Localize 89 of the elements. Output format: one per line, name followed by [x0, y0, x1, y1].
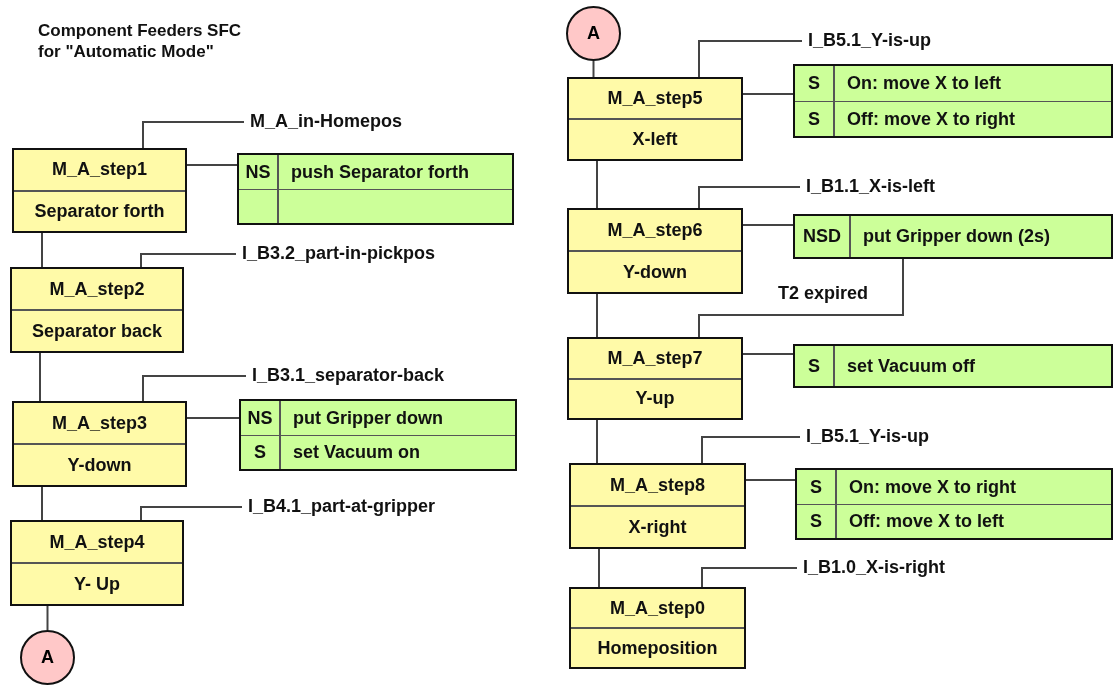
step-description: Y-up	[635, 388, 675, 410]
transition-line	[140, 253, 237, 268]
transition-line	[142, 375, 247, 402]
transition-line	[142, 121, 245, 149]
step-box	[567, 208, 743, 294]
step-name: M_A_step0	[609, 597, 705, 619]
transition-line	[701, 436, 801, 464]
action-text: put Gripper down	[292, 407, 443, 429]
transition-condition: I_B3.1_separator-back	[252, 364, 445, 386]
action-text: Off: move X to right	[846, 108, 1015, 130]
transition-condition: I_B1.0_X-is-right	[803, 556, 946, 578]
step-link-line	[39, 352, 41, 402]
action-table	[793, 64, 1113, 138]
step-name: M_A_step5	[607, 88, 703, 109]
transition-condition: I_B4.1_part-at-gripper	[248, 495, 436, 517]
step-description: Y-down	[623, 261, 687, 283]
transition-line	[701, 567, 798, 588]
action-table	[239, 399, 517, 471]
transition-condition: I_B3.2_part-in-pickpos	[242, 242, 436, 264]
step-name: M_A_step4	[49, 531, 145, 553]
step-link-line	[596, 160, 598, 209]
action-text: set Vacuum on	[292, 442, 421, 463]
step-box	[567, 337, 743, 420]
step-description: X-right	[628, 516, 687, 538]
action-text: Off: move X to left	[848, 511, 1004, 532]
action-qualifier: S	[810, 511, 822, 532]
step-description: X-left	[632, 129, 678, 150]
step-name: M_A_step2	[49, 278, 145, 300]
action-qualifier: NSD	[803, 226, 841, 247]
step-box	[10, 520, 184, 606]
action-link-line	[186, 164, 238, 166]
step-name: M_A_step8	[609, 474, 705, 496]
action-table	[793, 214, 1113, 259]
step-name: M_A_step7	[607, 347, 703, 369]
action-text: On: move X to left	[846, 73, 1001, 94]
step-box	[567, 77, 743, 161]
step-link-line	[592, 60, 595, 78]
action-text: push Separator forth	[290, 161, 469, 183]
action-qualifier: S	[254, 442, 266, 463]
transition-condition: I_B1.1_X-is-left	[806, 175, 936, 197]
action-qualifier: S	[808, 355, 820, 377]
transition-line	[698, 40, 803, 78]
transition-condition: I_B5.1_Y-is-up	[806, 425, 930, 447]
action-table	[237, 153, 514, 225]
action-qualifier: S	[808, 73, 820, 94]
action-text: put Gripper down (2s)	[862, 226, 1050, 247]
transition-line	[698, 258, 904, 338]
step-link-line	[46, 605, 49, 631]
action-qualifier: NS	[247, 407, 273, 429]
transition-condition: M_A_in-Homepos	[250, 110, 402, 132]
transition-line	[140, 506, 243, 521]
step-description: Separator back	[31, 320, 163, 342]
connector-circle	[20, 630, 75, 685]
action-table	[795, 468, 1113, 540]
action-text: On: move X to right	[848, 476, 1016, 498]
step-box	[10, 267, 184, 353]
step-link-line	[598, 548, 600, 588]
step-name: M_A_step6	[607, 219, 703, 241]
action-qualifier: S	[808, 108, 820, 130]
step-name: M_A_step3	[51, 412, 147, 434]
step-description: Homeposition	[597, 637, 718, 659]
action-qualifier: NS	[245, 161, 271, 183]
diagram-title: Component Feeders SFC for "Automatic Mode"	[38, 20, 243, 62]
action-link-line	[186, 417, 240, 419]
action-link-line	[742, 353, 794, 355]
step-description: Y-down	[67, 454, 132, 476]
step-link-line	[596, 293, 598, 338]
step-box	[12, 401, 187, 487]
step-description: Separator forth	[34, 200, 165, 222]
connector-label: A	[587, 23, 600, 44]
step-box	[569, 463, 746, 549]
transition-line	[698, 186, 801, 209]
step-link-line	[596, 419, 598, 464]
step-name: M_A_step1	[51, 159, 147, 181]
action-qualifier: S	[810, 476, 822, 498]
step-link-line	[41, 486, 43, 521]
connector-circle	[566, 6, 621, 61]
step-box	[12, 148, 187, 233]
step-link-line	[41, 232, 43, 268]
step-box	[569, 587, 746, 669]
step-description: Y- Up	[74, 573, 120, 595]
transition-condition: I_B5.1_Y-is-up	[808, 29, 932, 51]
action-link-line	[745, 479, 796, 481]
action-text: set Vacuum off	[846, 355, 976, 377]
edge-label: T2 expired	[778, 283, 869, 304]
action-table	[793, 344, 1113, 388]
action-link-line	[742, 224, 794, 226]
connector-label: A	[41, 647, 54, 668]
action-link-line	[742, 93, 794, 95]
